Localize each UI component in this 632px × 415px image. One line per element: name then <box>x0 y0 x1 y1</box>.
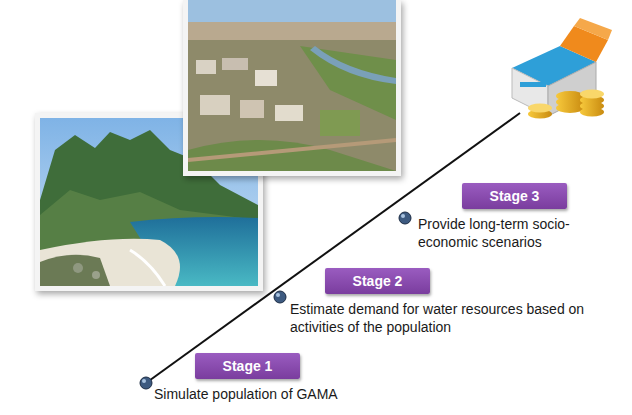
stage-badge: Stage 2 <box>325 268 430 294</box>
stage-node: Stage 1 Simulate population of GAMA <box>154 353 404 403</box>
stage-node: Stage 2 Estimate demand for water resourc… <box>290 268 590 336</box>
house-coins-icon <box>512 18 612 119</box>
timeline-dot <box>140 212 411 389</box>
stage-description: Provide long-term socio-economic scenari… <box>418 215 618 251</box>
stage-badge: Stage 1 <box>195 353 300 379</box>
stage-description: Simulate population of GAMA <box>154 385 404 403</box>
stage-badge: Stage 3 <box>462 183 567 209</box>
stage-description: Estimate demand for water resources base… <box>290 300 590 336</box>
town-photo <box>183 0 401 176</box>
stage-node: Stage 3 Provide long-term socio-economic … <box>418 183 618 251</box>
